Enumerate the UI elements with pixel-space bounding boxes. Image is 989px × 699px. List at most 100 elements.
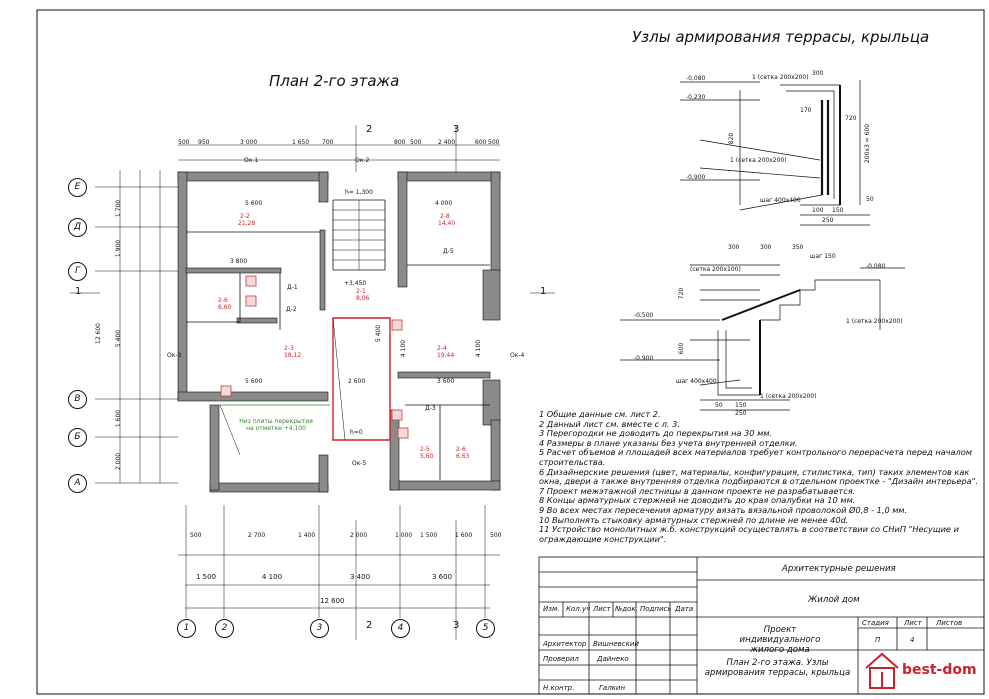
tb-sheets-header: Листов: [936, 619, 963, 627]
grid-lines: [70, 125, 555, 640]
tb-stage-header: Стадия: [862, 619, 889, 627]
node2-mesh-1: 1 (сетка 200х200): [846, 318, 903, 325]
dim-bot-6: 1 600: [455, 532, 473, 539]
dim-bot-7: 500: [490, 532, 502, 539]
room-area-2: 8,06: [356, 295, 370, 302]
node2-step: шаг 150: [810, 253, 836, 260]
axis-row-d: Д: [68, 218, 87, 237]
dim-bot2-2: 3 400: [350, 573, 371, 581]
room-area-0: 21,28: [238, 220, 256, 227]
node1-dim-170: 170: [800, 107, 812, 114]
room-area-7: 6,63: [456, 453, 470, 460]
tb-name-2: Галкин: [599, 684, 626, 692]
nodes-title: Узлы армирования террасы, крыльца: [632, 28, 930, 46]
dim-bot-5: 1 500: [420, 532, 438, 539]
room-id-3: 2-6: [218, 297, 228, 304]
dim-bot-total: 12 600: [320, 597, 345, 605]
axis-row-a: А: [68, 474, 87, 493]
stair: [333, 200, 385, 270]
note-10: 10 Выполнять стыковку арматурных стержне…: [539, 514, 849, 525]
slab-note: Низ плиты перекрытия на отметке +4,100: [239, 418, 313, 432]
dim-top-0: 500: [178, 139, 190, 146]
note-7: 7 Проект межэтажной лестницы в данном пр…: [539, 485, 856, 496]
node2-dim-350: 350: [792, 244, 804, 251]
room-area-6: 5,60: [420, 453, 434, 460]
axis-col-1: 1: [177, 619, 196, 638]
axis-row-e: Е: [68, 178, 87, 197]
dim-top-3: 1 650: [292, 139, 310, 146]
axis-row-b: Б: [68, 428, 87, 447]
dim-bot2-1: 4 100: [262, 573, 283, 581]
dim-bot2-3: 3 600: [432, 573, 453, 581]
partitions: [186, 199, 490, 480]
dim-bot-1: 2 700: [248, 532, 266, 539]
door-label-5: Д-5: [443, 248, 454, 255]
tb-h-izm: Изм.: [543, 605, 560, 613]
room-area-5: 19,44: [437, 352, 455, 359]
door-label-2: Д-2: [286, 306, 297, 313]
tb-section: Архитектурные решения: [782, 564, 896, 574]
dim-left-total: 12 600: [95, 323, 102, 344]
dim-inner-7: 4 100: [475, 339, 483, 358]
note-3: 3 Перегородки не доводить до перекрытия …: [539, 428, 773, 439]
node1-dim-50: 50: [866, 196, 874, 203]
node2-dim-250: 250: [735, 410, 747, 417]
room-id-0: 2-2: [240, 213, 250, 220]
window-label-3: Ок-3: [167, 352, 182, 359]
stair-height-label: h= 1,300: [345, 189, 373, 196]
tb-object: Жилой дом: [808, 595, 860, 605]
dim-top-9: 500: [488, 139, 500, 146]
node2-dim-300b: 300: [760, 244, 772, 251]
node1-level-2: -0,900: [686, 174, 706, 181]
note-4: 4 Размеры в плане указаны без учета внут…: [539, 437, 798, 448]
tb-stage-value: П: [875, 636, 881, 644]
dim-inner-8: 5 400: [375, 324, 383, 343]
note-5: 5 Расчет объемов и площадей всех материа…: [539, 447, 972, 467]
node2-dim-720: 720: [678, 287, 686, 300]
node1-step: шаг 400х400: [760, 197, 801, 204]
dim-top-7: 2 400: [438, 139, 456, 146]
room-id-5: 2-4: [437, 345, 447, 352]
tb-h-list: Лист: [593, 605, 611, 613]
dim-top-6: 500: [410, 139, 422, 146]
side-mark-left: 1: [75, 286, 82, 297]
node2-dim-50: 50: [715, 402, 723, 409]
dim-inner-0: 5 600: [245, 200, 263, 207]
room-id-2: 2-1: [356, 288, 366, 295]
dim-left-1: 1 900: [115, 239, 123, 258]
tb-name-1: Дайнеко: [597, 655, 629, 663]
dim-bot-0: 500: [190, 532, 202, 539]
axis-col-5: 5: [476, 619, 495, 638]
axis-row-v: В: [68, 390, 87, 409]
room-id-7: 2-6: [456, 446, 466, 453]
node1-dim-600: 200х3 = 600: [864, 123, 872, 164]
h0-label: h=0: [350, 429, 363, 436]
void-outline: [332, 317, 391, 441]
node1-dim-300: 300: [812, 70, 824, 77]
node1-dim-150: 150: [832, 207, 844, 214]
brick-columns: [220, 275, 409, 439]
title-block-lines: [538, 556, 985, 695]
room-area-3: 6,60: [218, 304, 232, 311]
dim-bot-3: 2 000: [350, 532, 368, 539]
elevation-label: +3,450: [344, 280, 367, 287]
dim-top-8: 600: [475, 139, 487, 146]
node1-dim-250: 250: [822, 217, 834, 224]
side-mark-right: 1: [540, 286, 547, 297]
window-label-5: Ок-5: [352, 460, 367, 467]
section-mark-3: 3: [453, 124, 460, 135]
dim-left-4: 2 000: [115, 452, 123, 471]
dim-bot2-0: 1 500: [196, 573, 217, 581]
dim-top-5: 800: [394, 139, 406, 146]
node2-level-0: -0,080: [866, 263, 886, 270]
note-8: 8 Концы арматурных стержней не доводить …: [539, 495, 856, 506]
door-label-3: Д-3: [425, 405, 436, 412]
tb-name-0: Вишневский: [593, 640, 639, 648]
dim-bot-4: 1 000: [395, 532, 413, 539]
window-label-2: Ок-2: [355, 157, 370, 164]
dim-left-2: 5 400: [115, 329, 123, 348]
node1-level-1: -0,230: [686, 94, 706, 101]
window-label-4: Ок-4: [510, 352, 525, 359]
node1-level-0: -0,080: [686, 75, 706, 82]
